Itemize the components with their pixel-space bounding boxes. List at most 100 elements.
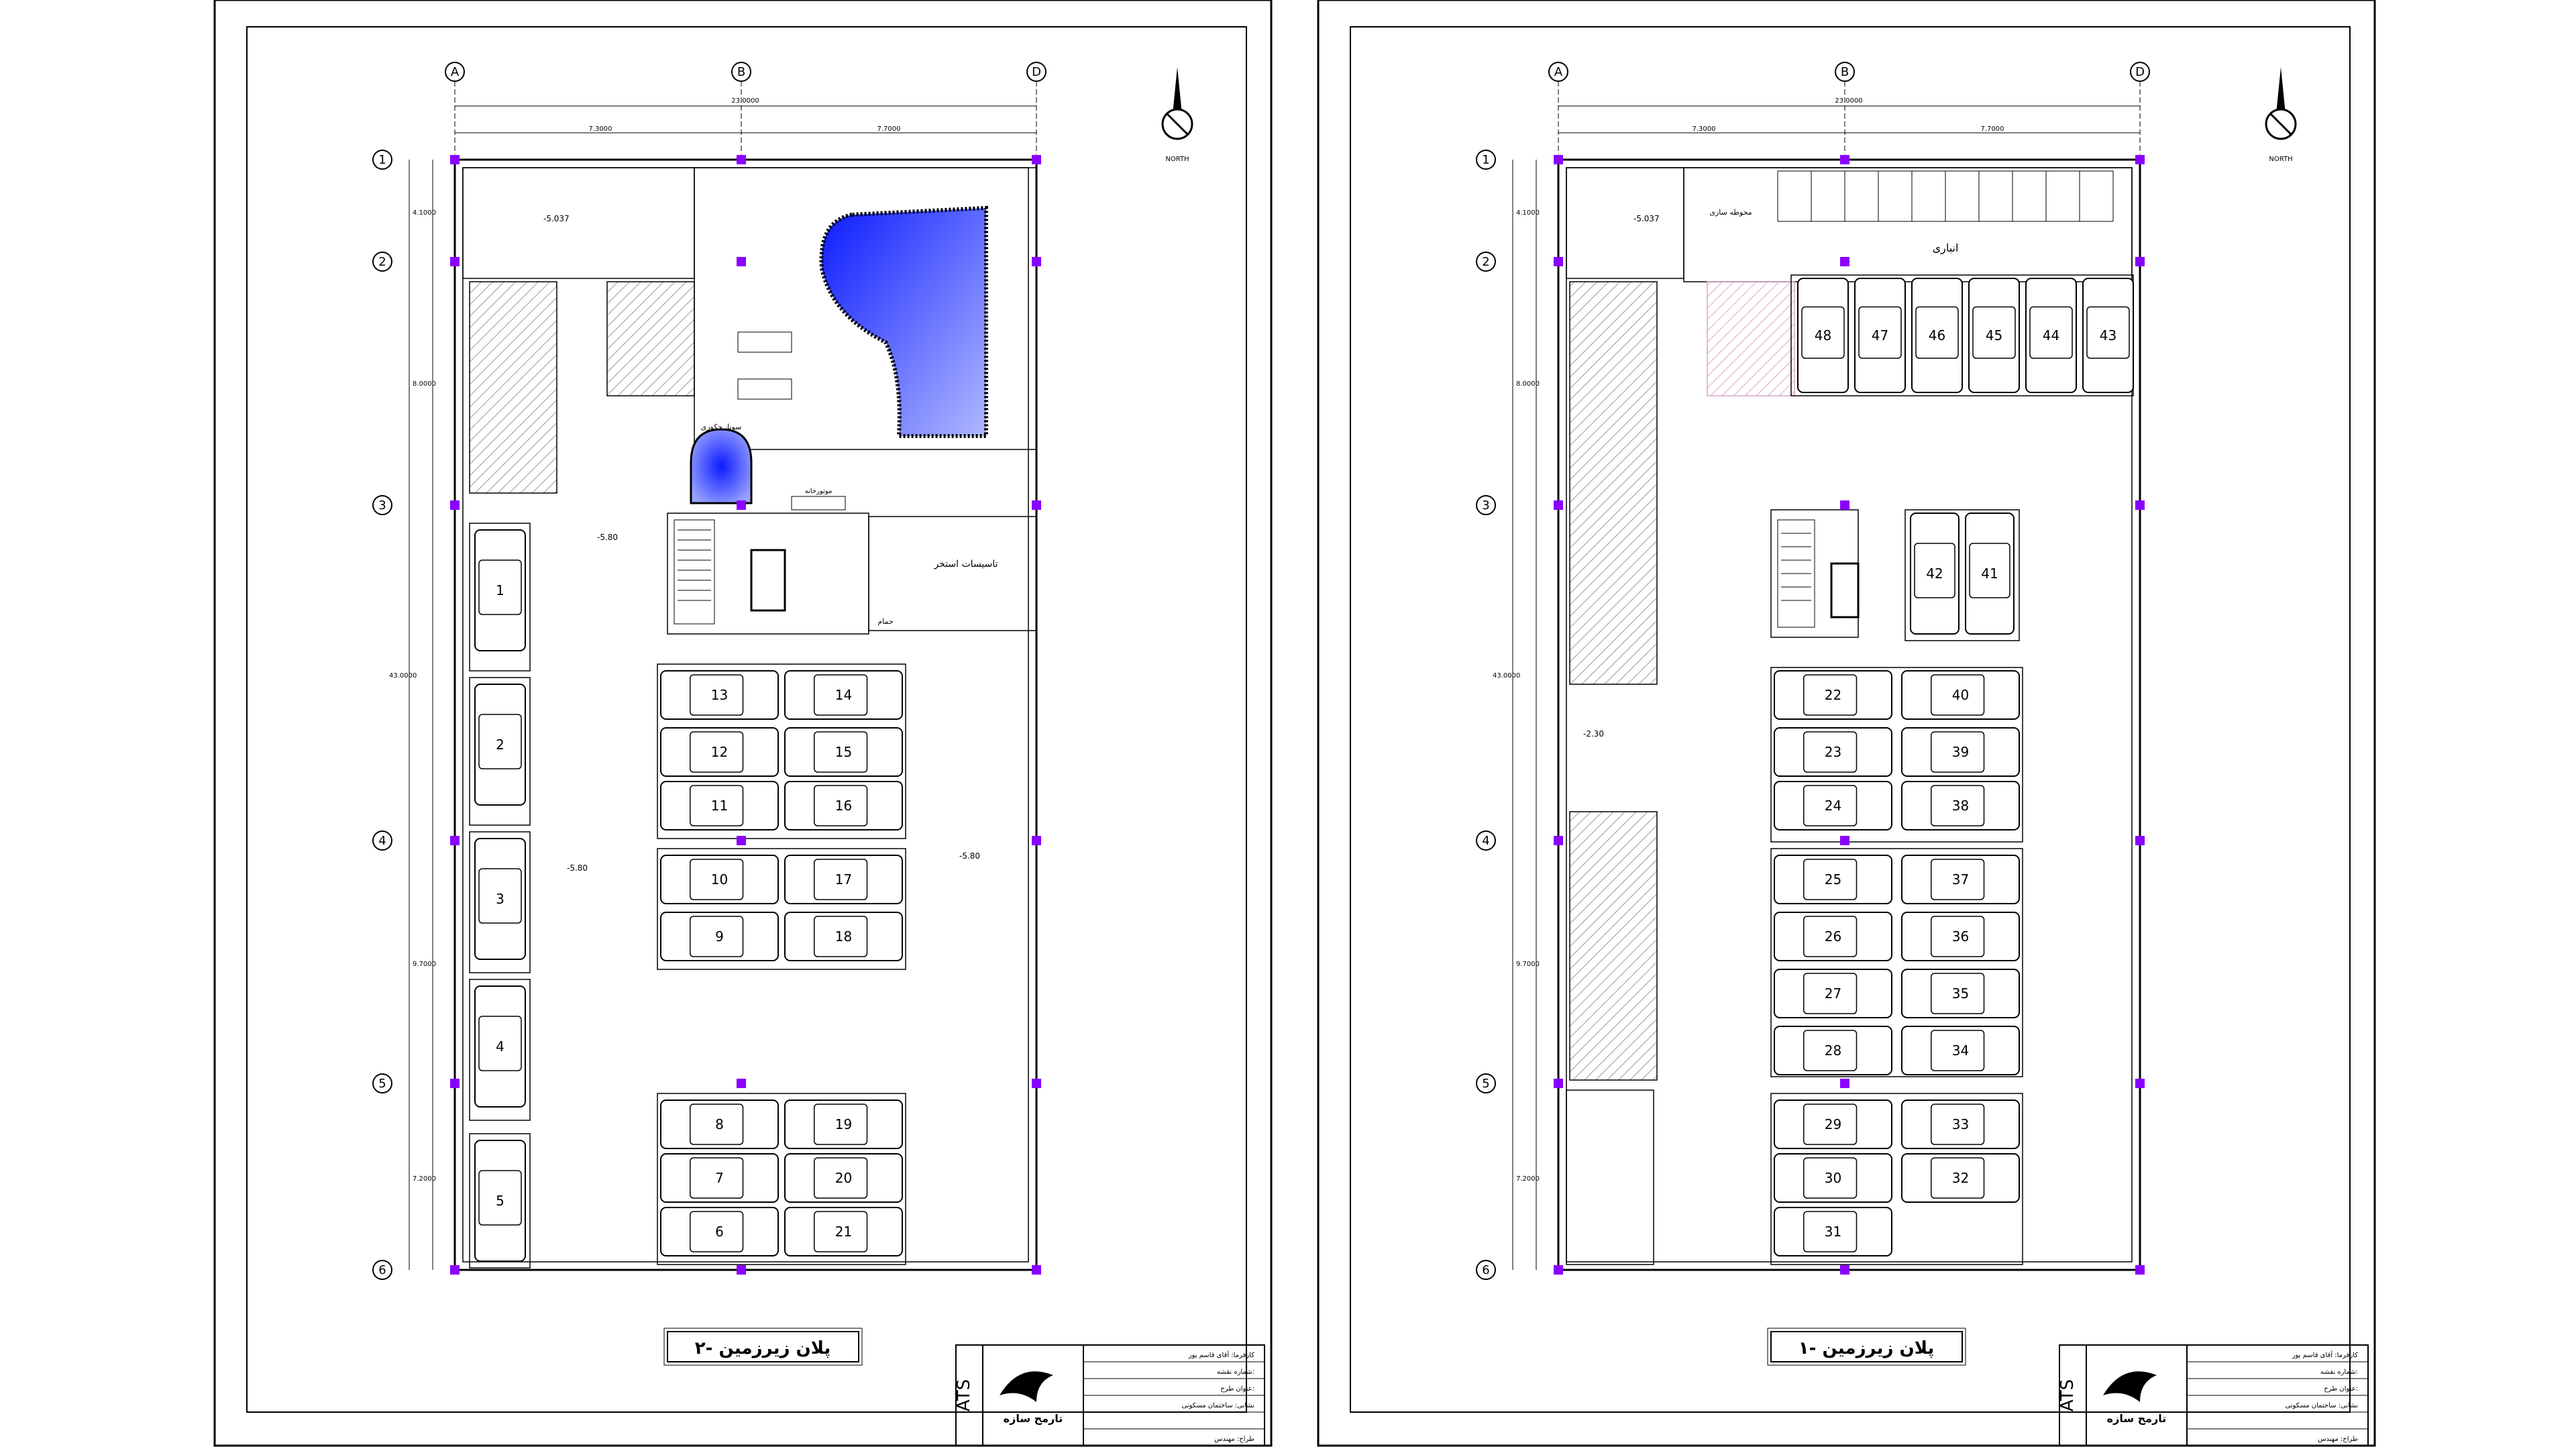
parking-stall: 46 (1911, 278, 1963, 393)
lounge-chairs (737, 331, 792, 400)
bay-width-2: 7.7000 (877, 125, 901, 133)
row-label-1: 1 (378, 153, 386, 167)
left-dimensions: 43.0000 4.1000 8.0000 9.7000 7.2000 (389, 160, 436, 1270)
parking-stall: 37 (1901, 855, 2020, 904)
parking-stall: 15 (784, 727, 903, 777)
parking-groups (469, 523, 906, 1269)
grid-label-d: D (1032, 65, 1041, 79)
level-marker: -5.037 (1633, 214, 1660, 223)
parking-stall: 40 (1901, 670, 2020, 720)
title-line: شماره نقشه: (1217, 1368, 1254, 1376)
parking-stall: 27 (1774, 969, 1892, 1018)
parking-stall: 28 (1774, 1026, 1892, 1075)
parking-stall: 19 (784, 1099, 903, 1149)
plan-title-box: پلان زیرزمین -۲ (663, 1328, 863, 1366)
sheet-basement-2: A B D 23.0000 7.3000 7.7000 1 2 3 4 (213, 0, 1273, 1447)
stall-number: 4 (496, 1038, 504, 1055)
stall-number: 28 (1825, 1042, 1841, 1059)
parking-stall: 36 (1901, 912, 2020, 961)
left-dim-4: 7.2000 (413, 1175, 436, 1183)
grid-label-a: A (451, 65, 460, 79)
grid-rows: 1 2 3 4 5 6 (1476, 150, 1496, 1280)
parking-stall: 1 (474, 529, 526, 651)
stall-number: 38 (1952, 798, 1969, 814)
stall-number: 48 (1815, 327, 1831, 343)
stall-number: 9 (715, 928, 724, 945)
installations-label: تاسیسات استخر (933, 559, 998, 570)
stall-number: 46 (1929, 327, 1945, 343)
title-line: نشانی: ساختمان مسکونی (2286, 1402, 2358, 1409)
stall-number: 16 (835, 798, 852, 814)
left-dim-4: 7.2000 (1516, 1175, 1540, 1183)
parking-stall: 12 (660, 727, 779, 777)
parking-stall: 43 (2082, 278, 2134, 393)
level-marker: -2.30 (1583, 729, 1604, 739)
stall-number: 17 (835, 871, 852, 888)
title-line: شماره نقشه: (2320, 1368, 2358, 1376)
title-line: کارفرما: آقای قاسم پور (2292, 1350, 2359, 1359)
plan-title: پلان زیرزمین -۱ (1799, 1338, 1934, 1358)
title-line: عنوان طرح: (1220, 1385, 1254, 1393)
stall-number: 34 (1952, 1042, 1969, 1059)
row-label-1: 1 (1482, 153, 1489, 167)
stall-number: 35 (1952, 985, 1969, 1002)
left-dim-3: 9.7000 (413, 961, 436, 968)
bay-width-2: 7.7000 (1981, 125, 2004, 133)
parking-stall: 26 (1774, 912, 1892, 961)
parking-stall: 14 (784, 670, 903, 720)
north-arrow: NORTH (2265, 67, 2297, 163)
title-block: ATS تارمح سازه کارفرما: آقای قاسم پور شم… (2057, 1344, 2369, 1446)
stall-number: 10 (711, 871, 728, 888)
grid-label-b: B (737, 65, 745, 79)
grid-columns: A B D (1548, 62, 2150, 154)
stall-number: 2 (496, 737, 504, 753)
parking-stall: 4 (474, 985, 526, 1108)
stall-number: 31 (1825, 1224, 1841, 1240)
stall-number: 25 (1825, 871, 1841, 888)
stall-number: 36 (1952, 928, 1969, 945)
stall-number: 6 (715, 1224, 724, 1240)
stall-number: 24 (1825, 798, 1841, 814)
stall-number: 21 (835, 1224, 852, 1240)
stall-number: 13 (711, 687, 728, 703)
title-line: نشانی: ساختمان مسکونی (1182, 1402, 1254, 1409)
stall-number: 37 (1952, 871, 1969, 888)
stall-number: 20 (835, 1170, 852, 1186)
room-label: سونا، جکوزی (701, 423, 742, 431)
grid-label-d: D (2135, 65, 2145, 79)
title-block: ATS تارمح سازه کارفرما: آقای قاسم پور شم… (954, 1344, 1265, 1446)
bath-label: حمام (877, 617, 893, 626)
designer-line: طراح: مهندس (2318, 1436, 2358, 1443)
stall-number: 3 (496, 891, 504, 907)
row-label-6: 6 (1482, 1263, 1489, 1277)
parking-stall: 11 (660, 781, 779, 830)
stall-number: 42 (1926, 566, 1943, 582)
jacuzzi (690, 428, 753, 504)
level-marker: -5.80 (597, 533, 618, 542)
parking-stall: 7 (660, 1153, 779, 1203)
stall-number: 11 (711, 798, 728, 814)
stall-number: 45 (1986, 327, 2002, 343)
stall-number: 14 (835, 687, 852, 703)
stall-number: 7 (715, 1170, 724, 1186)
structural-columns (1554, 155, 2145, 1275)
overall-width-dim: 23.0000 (731, 97, 759, 105)
parking-stall: 30 (1774, 1153, 1892, 1203)
row-label-5: 5 (378, 1077, 386, 1091)
parking-stall: 17 (784, 855, 903, 904)
row-label-3: 3 (378, 498, 386, 513)
stall-number: 19 (835, 1116, 852, 1132)
stall-number: 30 (1825, 1170, 1841, 1186)
parking-stall: 39 (1901, 727, 2020, 777)
row-label-2: 2 (1482, 255, 1489, 269)
top-dimensions: 23.0000 7.3000 7.7000 (1558, 97, 2140, 133)
bay-width-1: 7.3000 (1693, 125, 1716, 133)
parking-stall: 35 (1901, 969, 2020, 1018)
storage-units (1777, 170, 2114, 222)
stall-number: 33 (1952, 1116, 1969, 1132)
row-label-4: 4 (1482, 834, 1489, 848)
bay-width-1: 7.3000 (589, 125, 612, 133)
grid-columns: A B D (445, 62, 1046, 154)
